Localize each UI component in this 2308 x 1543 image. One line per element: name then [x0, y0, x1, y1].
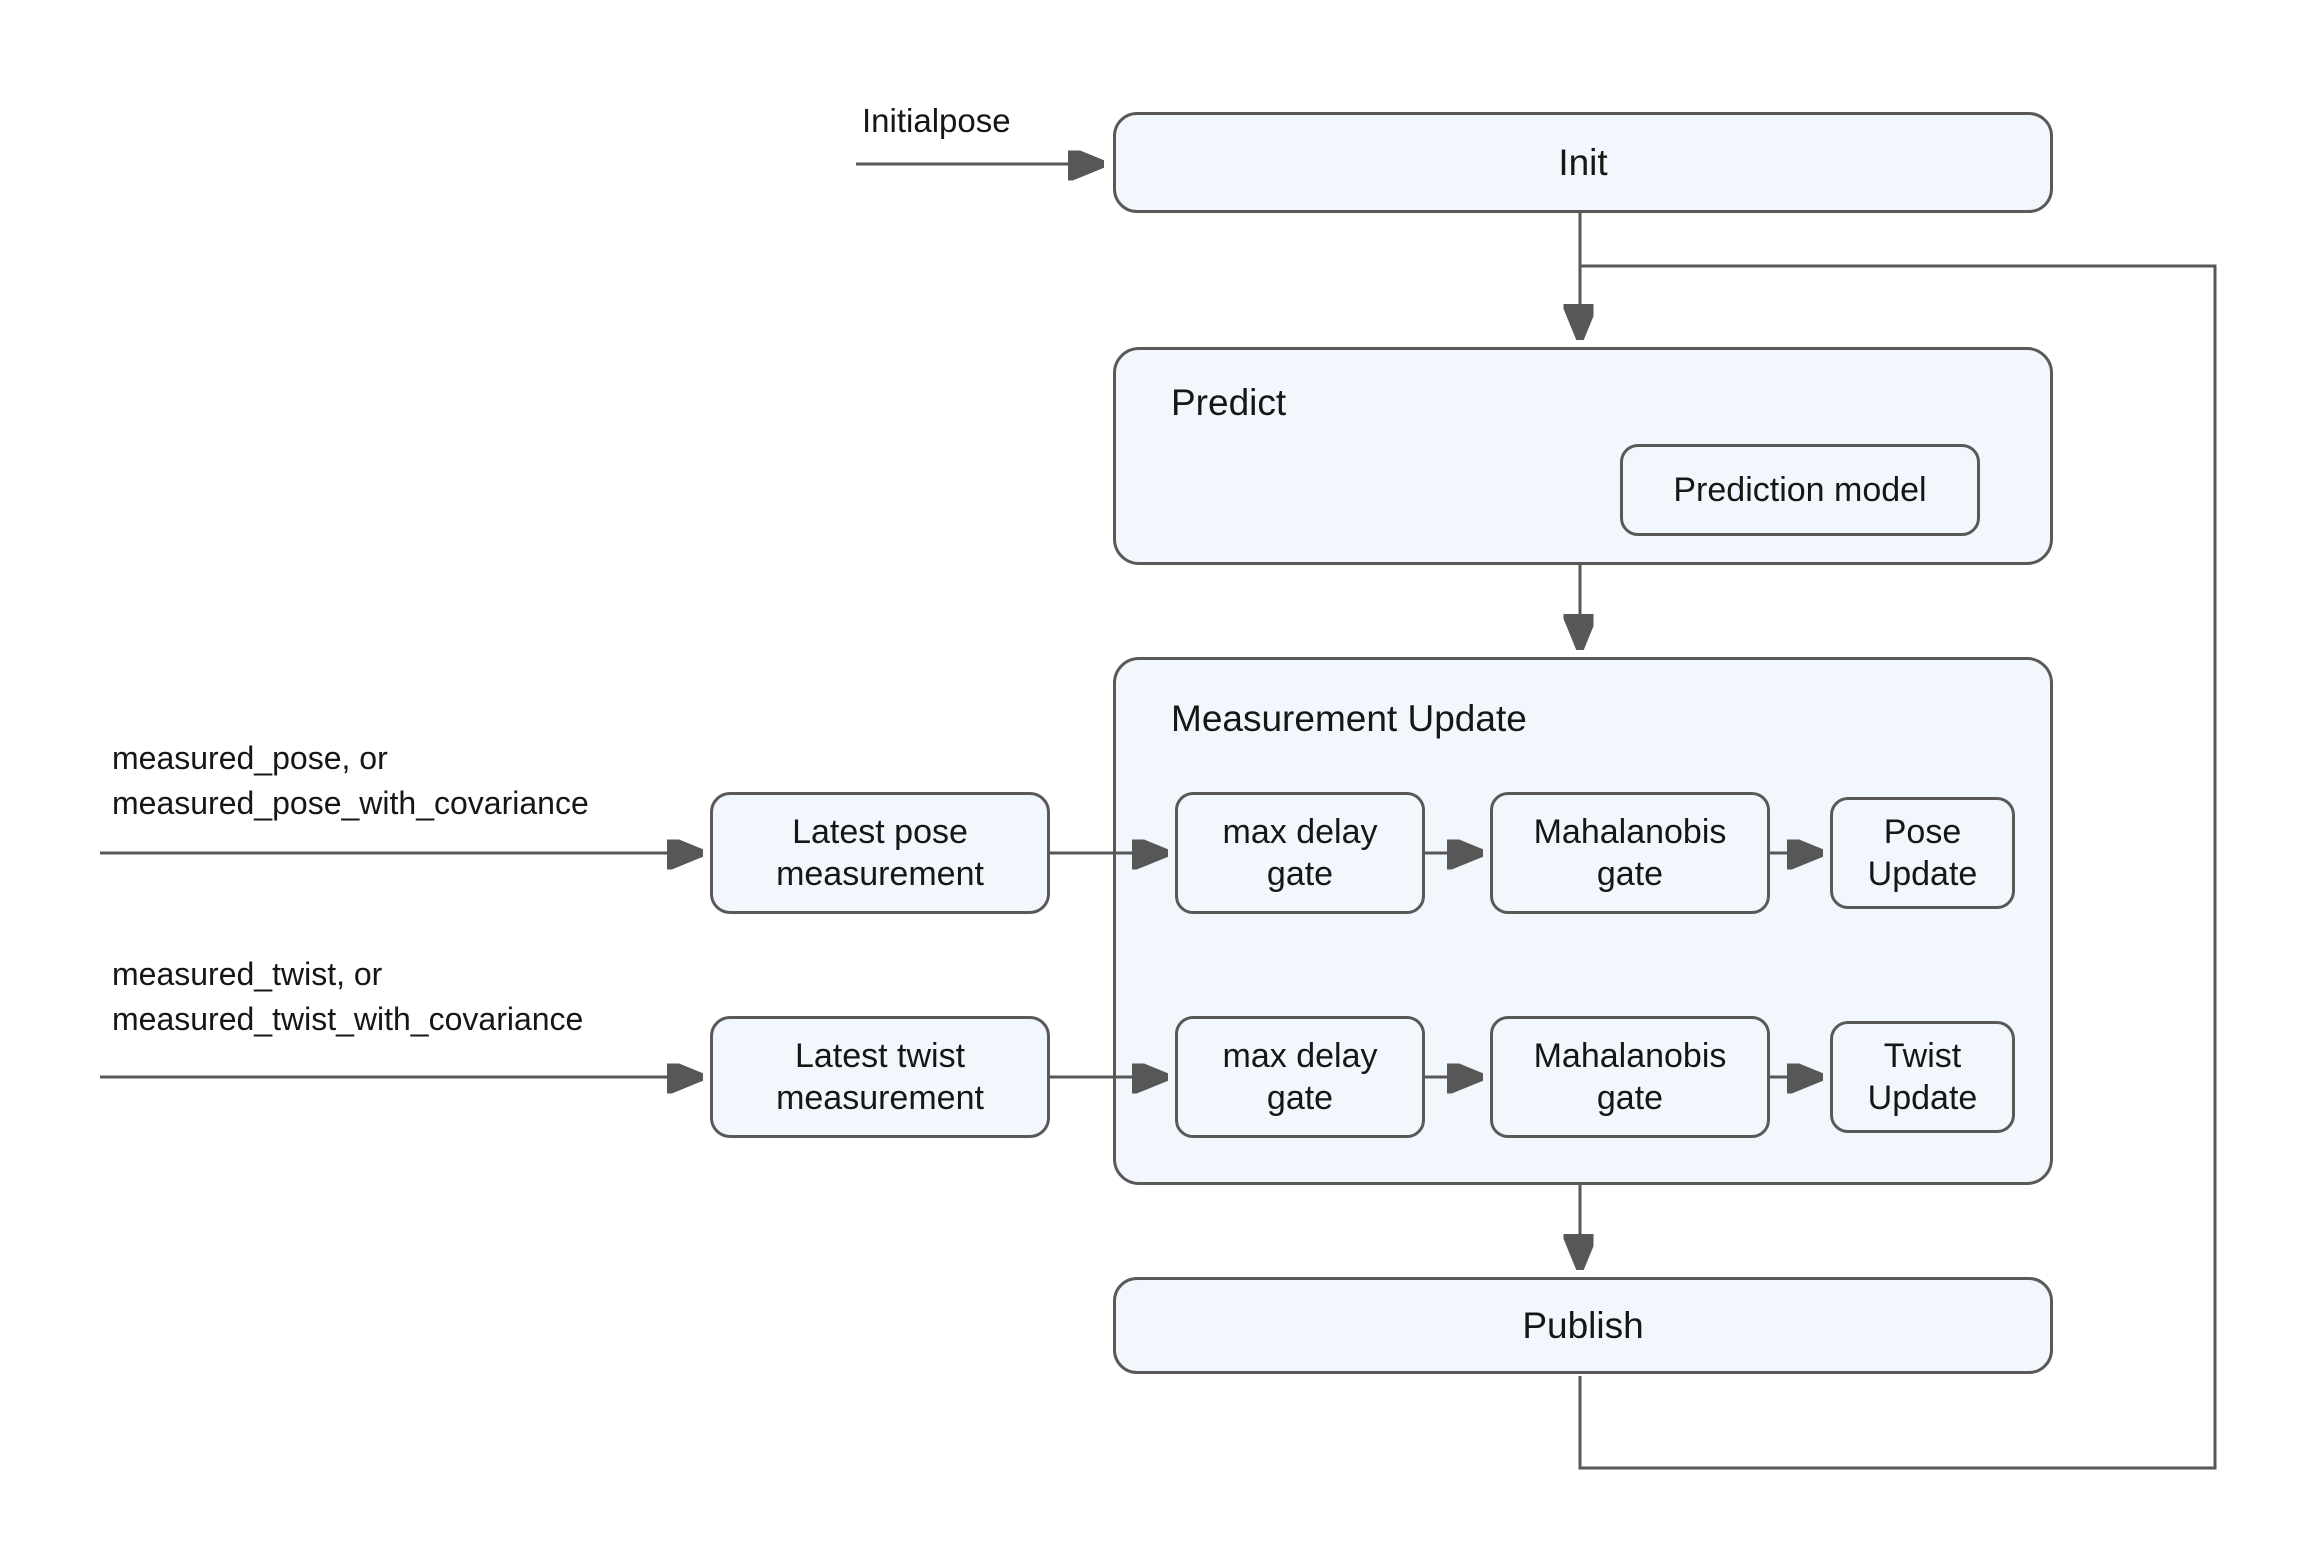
measurement-update-node-title: Measurement Update — [1171, 698, 1527, 739]
init-node: Init — [1113, 112, 2053, 213]
measured-twist-label: measured_twist, or measured_twist_with_c… — [112, 956, 584, 1037]
measured-pose-label: measured_pose, or measured_pose_with_cov… — [112, 740, 589, 821]
init-node-label: Init — [1558, 141, 1608, 183]
publish-node: Publish — [1113, 1277, 2053, 1374]
latest-twist-measurement-node: Latest twist measurement — [710, 1016, 1050, 1138]
prediction-model-node: Prediction model — [1620, 444, 1980, 536]
twist-mahalanobis-gate-node: Mahalanobis gate — [1490, 1016, 1770, 1138]
twist-update-node: Twist Update — [1830, 1021, 2015, 1133]
predict-node: Predict Prediction model — [1113, 347, 2053, 565]
pose-max-delay-gate-node: max delay gate — [1175, 792, 1425, 914]
pose-update-node: Pose Update — [1830, 797, 2015, 909]
latest-pose-measurement-node: Latest pose measurement — [710, 792, 1050, 914]
initialpose-label: Initialpose — [862, 102, 1011, 139]
predict-node-title: Predict — [1171, 382, 1287, 423]
pose-mahalanobis-gate-node: Mahalanobis gate — [1490, 792, 1770, 914]
twist-max-delay-gate-node: max delay gate — [1175, 1016, 1425, 1138]
publish-node-label: Publish — [1522, 1304, 1644, 1346]
measurement-update-node: Measurement Update max delay gate Mahala… — [1113, 657, 2053, 1185]
